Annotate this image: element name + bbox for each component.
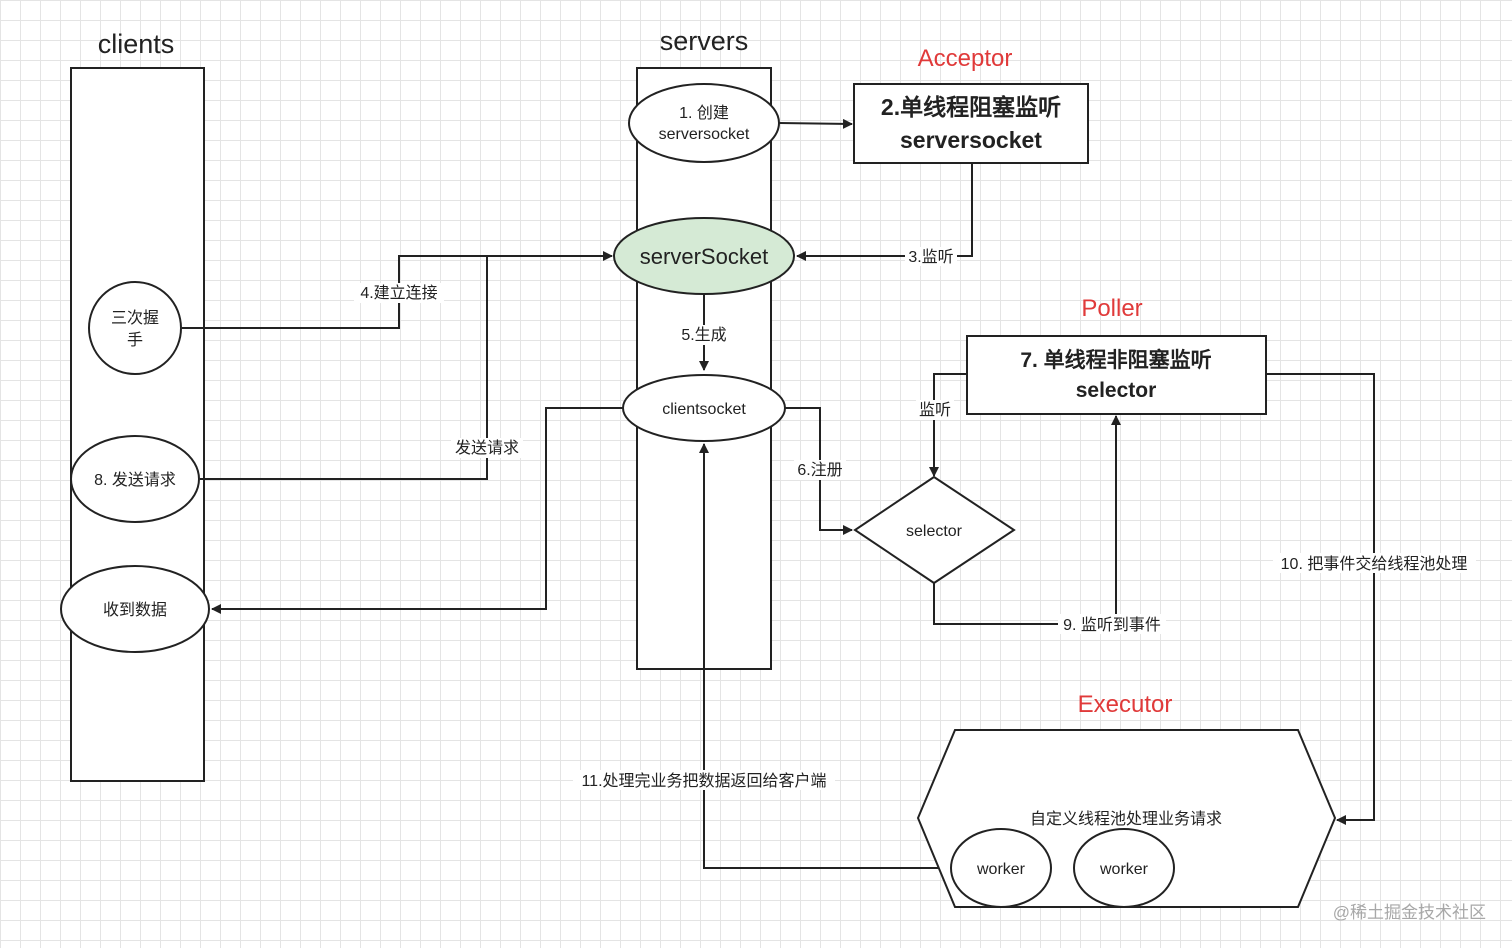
label-send-request: 发送请求 [455,439,519,457]
worker-2-label: worker [1099,861,1149,878]
edge-send-request [200,256,488,480]
label-dispatch-10: 10. 把事件交给线程池处理 [1281,555,1468,573]
create-node-line1: 1. 创建 [679,104,729,122]
label-generate-5: 5.生成 [681,326,726,344]
edge-event-9 [933,415,1121,625]
poller-line1: 7. 单线程非阻塞监听 [1020,348,1211,372]
worker-node-1 [950,828,1052,908]
watermark: @稀土掘金技术社区 [1333,903,1486,922]
servers-title: servers [660,26,749,56]
edge-dispatch-10 [1266,373,1375,825]
server-socket-node [613,217,795,295]
label-register-6: 6.注册 [797,461,842,479]
selector-label: selector [906,523,963,540]
pool-label: 自定义线程池处理业务请求 [1030,810,1222,828]
edge-return-11 [699,443,952,869]
clients-lane [70,67,205,782]
receive-data-label: 收到数据 [103,601,167,619]
acceptor-line1: 2.单线程阻塞监听 [881,94,1061,120]
edge-poller-listen [929,373,967,477]
acceptor-title: Acceptor [918,45,1013,72]
edge-listen-3 [796,163,973,261]
clients-title: clients [98,29,175,59]
create-serversocket-node [628,83,780,163]
poller-line2: selector [1076,379,1157,402]
client-socket-node [622,374,786,442]
acceptor-box [853,83,1089,164]
edge-to-receive [211,407,623,614]
send-request-node [70,435,200,523]
worker-1-label: worker [976,861,1026,878]
receive-data-node [60,565,210,653]
handshake-node [88,281,182,375]
poller-title: Poller [1081,295,1142,322]
poller-box [966,335,1267,415]
handshake-line2: 手 [127,331,143,349]
send-request-label: 8. 发送请求 [94,471,176,489]
selector-node [853,475,1016,585]
server-socket-label: serverSocket [640,244,768,269]
executor-title: Executor [1078,691,1173,718]
worker-node-2 [1073,828,1175,908]
label-listen-3: 3.监听 [908,248,953,266]
edge-create-to-acceptor [778,118,853,129]
label-listen: 监听 [919,401,951,419]
client-socket-label: clientsocket [662,401,746,418]
label-return-11: 11.处理完业务把数据返回给客户端 [581,772,826,790]
label-event-9: 9. 监听到事件 [1063,616,1161,634]
handshake-line1: 三次握 [111,309,159,327]
acceptor-line2: serversocket [900,127,1042,153]
create-node-line2: serversocket [659,126,750,143]
label-connect-4: 4.建立连接 [360,284,437,302]
